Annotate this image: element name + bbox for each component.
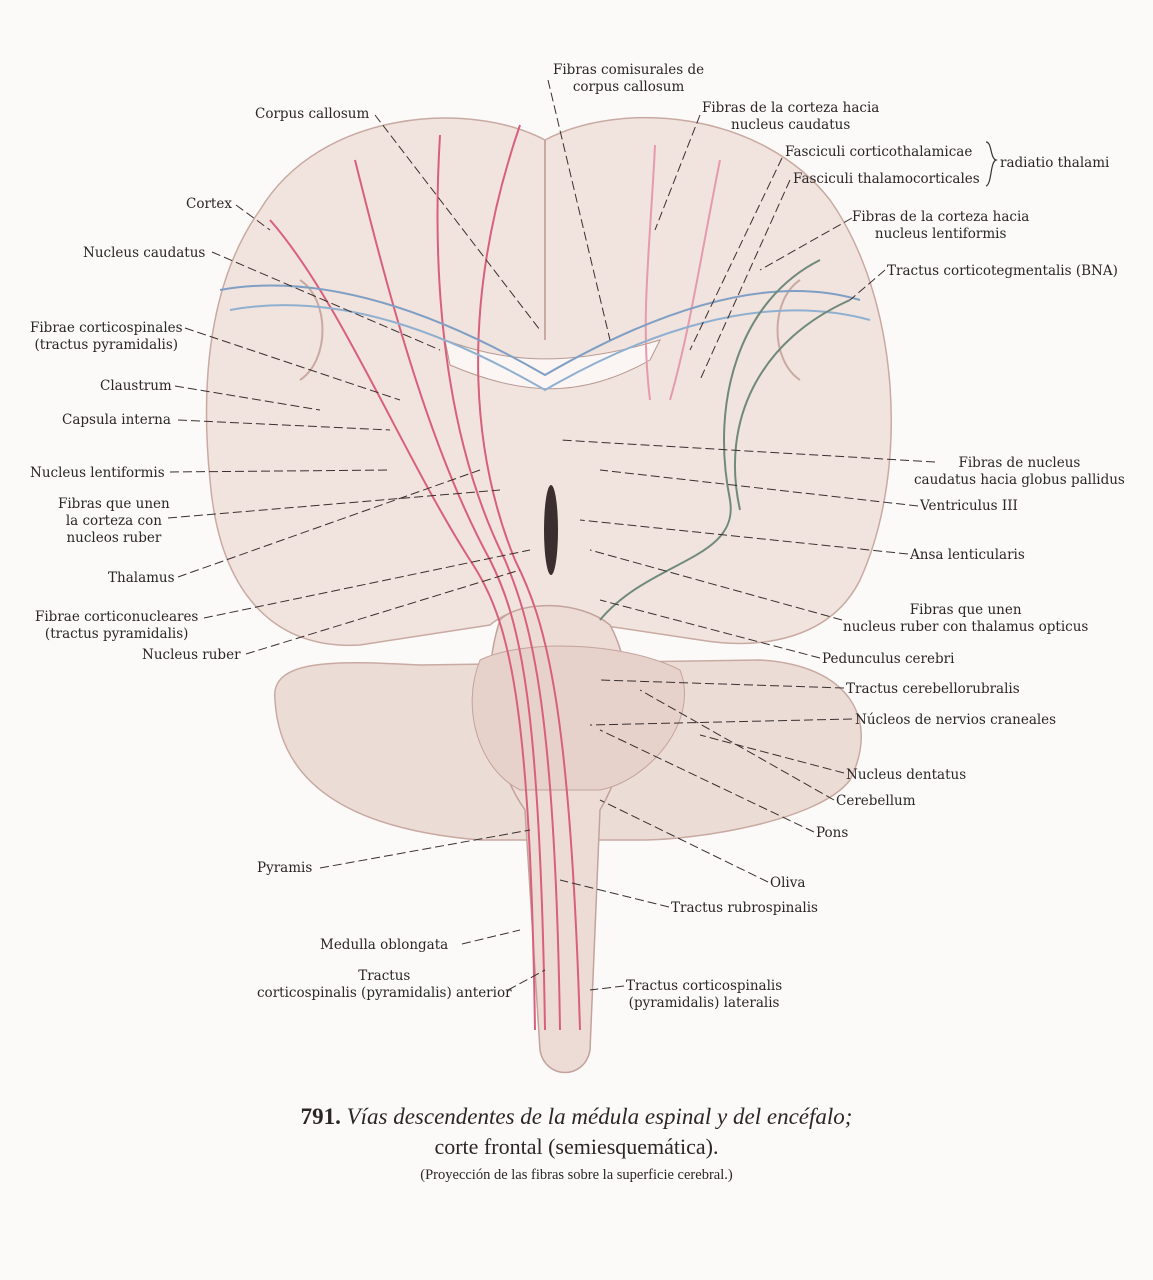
label-cortex: Cortex xyxy=(186,196,232,212)
label-line: (pyramidalis) lateralis xyxy=(628,995,780,1011)
label-fibras-corteza-lentiformis: Fibras de la corteza hacia nucleus lenti… xyxy=(852,209,1029,243)
label-fasciculi-thalamocorticales: Fasciculi thalamocorticales xyxy=(793,171,980,187)
label-fasciculi-corticothalamicae: Fasciculi corticothalamicae xyxy=(785,144,973,160)
label-tractus-corticospinalis-anterior: Tractus corticospinalis (pyramidalis) an… xyxy=(257,968,512,1002)
label-fibras-corteza-ruber: Fibras que unen la corteza con nucleos r… xyxy=(58,496,170,547)
ventricle-shape xyxy=(444,339,661,390)
label-line: nucleos ruber xyxy=(66,530,162,546)
label-ventriculus-iii: Ventriculus III xyxy=(920,498,1018,514)
figure-caption-subtitle: corte frontal (semiesquemática). xyxy=(434,1134,719,1159)
label-nucleus-dentatus: Nucleus dentatus xyxy=(846,767,967,783)
ventriculus-iii-shape xyxy=(544,485,558,575)
label-fibras-ruber-thalamus: Fibras que unen nucleus ruber con thalam… xyxy=(843,602,1088,636)
label-fibrae-corticonucleares: Fibrae corticonucleares (tractus pyramid… xyxy=(35,609,198,643)
label-oliva: Oliva xyxy=(770,875,806,891)
label-line: Fibras que unen xyxy=(909,602,1022,618)
label-line: Fibras de la corteza hacia xyxy=(702,100,880,116)
label-line: corpus callosum xyxy=(572,79,685,95)
fiber-tracts xyxy=(219,124,871,1031)
label-line: Fibras comisurales de xyxy=(553,62,705,78)
label-line: Fibras de la corteza hacia xyxy=(852,209,1030,225)
leader-lines xyxy=(167,79,936,991)
label-line: (tractus pyramidalis) xyxy=(44,626,189,642)
label-pedunculus-cerebri: Pedunculus cerebri xyxy=(822,651,955,667)
label-line: corticospinalis (pyramidalis) anterior xyxy=(257,985,512,1001)
label-line: Fibrae corticospinales xyxy=(30,320,183,336)
label-line: la corteza con xyxy=(65,513,162,529)
label-line: Fibras que unen xyxy=(58,496,170,512)
label-capsula-interna: Capsula interna xyxy=(62,412,171,428)
label-nucleus-lentiformis: Nucleus lentiformis xyxy=(30,465,165,481)
label-line: Tractus corticospinalis xyxy=(626,978,783,994)
brain-anatomy xyxy=(205,116,892,1074)
figure-number: 791. xyxy=(300,1104,341,1129)
label-claustrum: Claustrum xyxy=(100,378,172,394)
label-tractus-corticospinalis-lateralis: Tractus corticospinalis (pyramidalis) la… xyxy=(626,978,782,1012)
label-fibras-caudatus-pallidus: Fibras de nucleus caudatus hacia globus … xyxy=(914,455,1125,489)
label-line: Fibras de nucleus xyxy=(958,455,1081,471)
label-medulla-oblongata: Medulla oblongata xyxy=(320,937,449,953)
label-fibras-corteza-caudatus: Fibras de la corteza hacia nucleus cauda… xyxy=(702,100,879,134)
label-line: (tractus pyramidalis) xyxy=(34,337,179,353)
label-nucleus-caudatus: Nucleus caudatus xyxy=(83,245,206,261)
label-line: Fibrae corticonucleares xyxy=(35,609,199,625)
radiatio-brace xyxy=(985,141,998,187)
label-cerebellum: Cerebellum xyxy=(836,793,916,809)
label-corpus-callosum: Corpus callosum xyxy=(255,106,370,122)
label-radiatio-thalami: radiatio thalami xyxy=(1000,155,1110,171)
label-tractus-corticotegmentalis: Tractus corticotegmentalis (BNA) xyxy=(887,263,1118,279)
label-pons: Pons xyxy=(816,825,849,841)
label-line: caudatus hacia globus pallidus xyxy=(914,472,1125,488)
figure-caption-note: (Proyección de las fibras sobre la super… xyxy=(420,1167,733,1183)
label-nucleus-ruber: Nucleus ruber xyxy=(142,647,241,663)
label-line: nucleus caudatus xyxy=(731,117,851,133)
label-fibrae-corticospinales: Fibrae corticospinales (tractus pyramida… xyxy=(30,320,183,354)
label-line: nucleus ruber con thalamus opticus xyxy=(843,619,1089,635)
figure-caption-title: 791. Vías descendentes de la médula espi… xyxy=(0,1104,1153,1130)
label-fibras-comisurales: Fibras comisurales de corpus callosum xyxy=(553,62,704,96)
figure-title: Vías descendentes de la médula espinal y… xyxy=(346,1104,853,1129)
label-tractus-rubrospinalis: Tractus rubrospinalis xyxy=(671,900,818,916)
label-line: Tractus xyxy=(358,968,411,984)
label-thalamus: Thalamus xyxy=(108,570,175,586)
label-line: nucleus lentiformis xyxy=(874,226,1007,242)
label-nucleos-nervios-craneales: Núcleos de nervios craneales xyxy=(855,712,1057,728)
label-ansa-lenticularis: Ansa lenticularis xyxy=(910,547,1025,563)
label-tractus-cerebellorubralis: Tractus cerebellorubralis xyxy=(846,681,1020,697)
label-pyramis: Pyramis xyxy=(257,860,313,876)
